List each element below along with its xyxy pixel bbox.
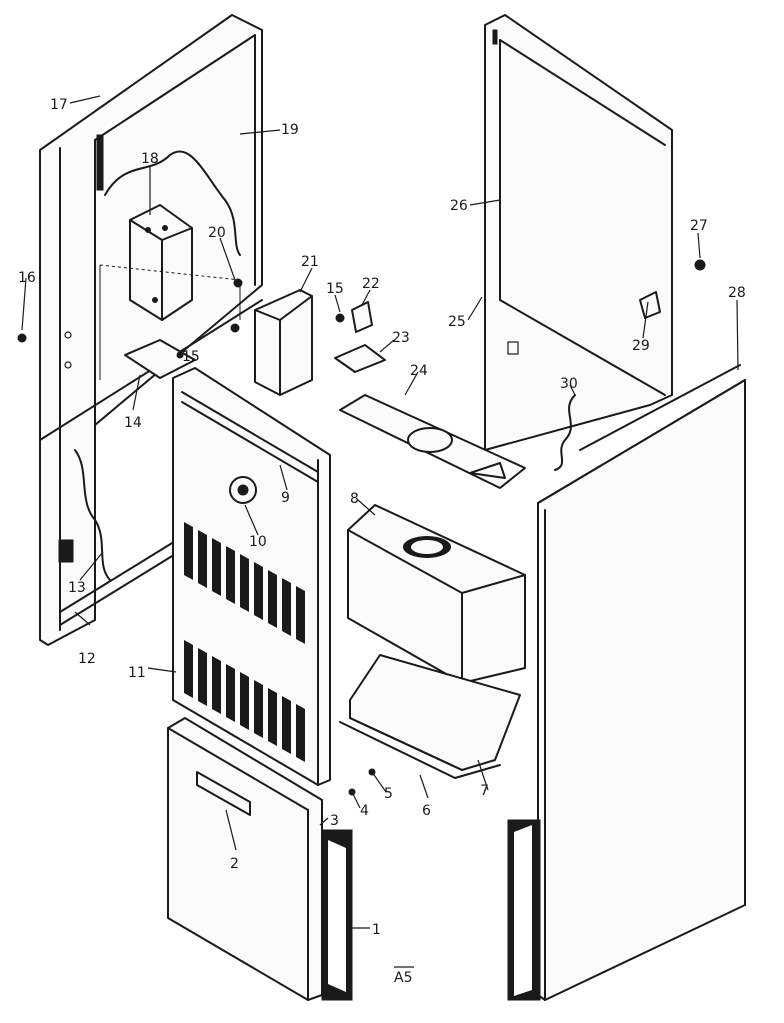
callout-18: 18: [141, 151, 159, 167]
callout-16: 16: [18, 270, 36, 286]
louver-slot: [198, 648, 207, 706]
fasteners: [17, 278, 376, 796]
callout-11: 11: [128, 665, 146, 681]
callout-7: 7: [480, 783, 489, 799]
left-side-panel: [39, 14, 263, 646]
louver-slot: [296, 586, 305, 644]
louver-slot: [282, 578, 291, 636]
louver-slot: [184, 640, 193, 698]
louver-slot: [282, 696, 291, 754]
right-side-panel: [507, 364, 746, 1001]
louver-slot: [212, 656, 221, 714]
louver-slot: [268, 688, 277, 746]
callout-15a: 15: [182, 349, 200, 365]
callout-2: 2: [230, 856, 239, 872]
callout-9: 9: [281, 490, 290, 506]
callout-21: 21: [301, 254, 319, 270]
louver-slot: [226, 546, 235, 604]
callout-5: 5: [384, 786, 393, 802]
back-panel: [484, 14, 673, 451]
callout-20: 20: [208, 225, 226, 241]
callout-27: 27: [690, 218, 708, 234]
front-upper-panel: [172, 367, 331, 786]
leader-lines: [21, 95, 739, 929]
callout-14: 14: [124, 415, 142, 431]
louver-slot: [240, 672, 249, 730]
callout-22: 22: [362, 276, 380, 292]
callout-17: 17: [50, 97, 68, 113]
mounting-bracket: [124, 339, 196, 379]
callout-15b: 15: [326, 281, 344, 297]
junction-box: [99, 204, 241, 380]
callout-19: 19: [281, 122, 299, 138]
limit-switch-parts: [334, 259, 706, 373]
drawing-code: A5: [394, 966, 414, 986]
louver-slot: [184, 522, 193, 580]
callout-8: 8: [350, 491, 359, 507]
callout-labels: 1 2 3 4 5 6 7 8 9 10 11 12 13 14 15 15 1…: [18, 97, 746, 938]
louver-slot: [212, 538, 221, 596]
drawing-code-label: A5: [394, 970, 412, 986]
louver-slot: [198, 530, 207, 588]
louver-slot: [268, 570, 277, 628]
louver-slot: [296, 704, 305, 762]
burner-tray: [339, 654, 521, 779]
control-cover: [254, 289, 313, 396]
callout-3: 3: [330, 813, 339, 829]
callout-1: 1: [372, 922, 381, 938]
front-lower-door: [167, 717, 353, 1001]
callout-26: 26: [450, 198, 468, 214]
callout-25: 25: [448, 314, 466, 330]
callout-28: 28: [728, 285, 746, 301]
louver-slot: [240, 554, 249, 612]
heat-exchanger: [347, 504, 526, 684]
callout-24: 24: [410, 363, 428, 379]
callout-30: 30: [560, 376, 578, 392]
callout-12: 12: [78, 651, 96, 667]
louver-slot: [226, 664, 235, 722]
callout-6: 6: [422, 803, 431, 819]
callout-29: 29: [632, 338, 650, 354]
louver-slot: [254, 562, 263, 620]
callout-13: 13: [68, 580, 86, 596]
callout-23: 23: [392, 330, 410, 346]
louver-slot: [254, 680, 263, 738]
callout-4: 4: [360, 803, 369, 819]
top-plate: [339, 394, 526, 489]
callout-10: 10: [249, 534, 267, 550]
